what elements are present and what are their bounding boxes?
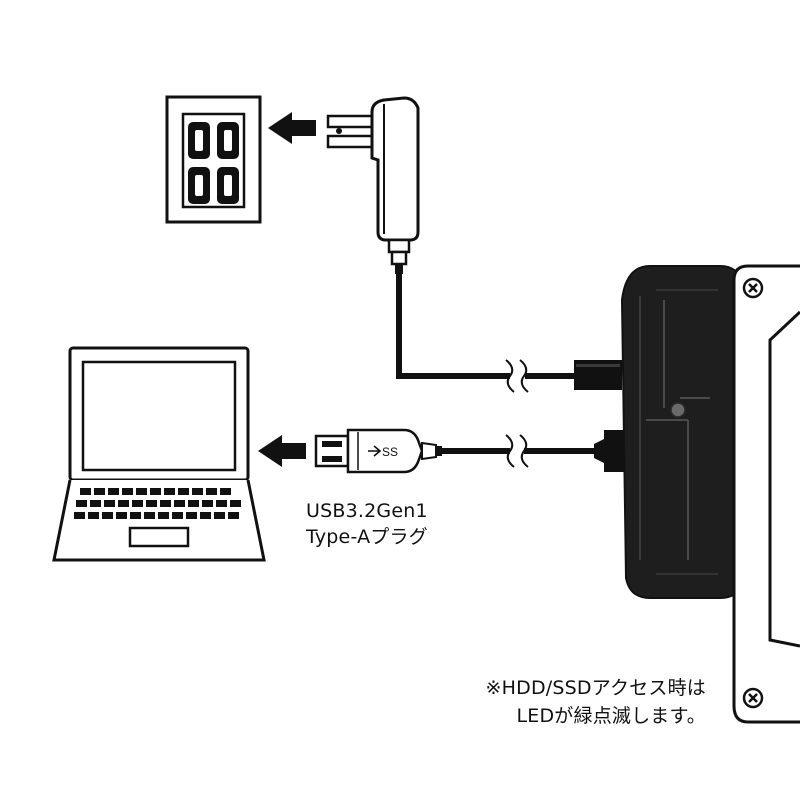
power-cable [396, 274, 622, 393]
arrow-left-icon [258, 435, 306, 467]
screw-icon [742, 687, 764, 709]
usb-label-line2: Type-Aプラグ [306, 526, 428, 548]
led-note-line1: ※HDD/SSDアクセス時は [485, 677, 706, 699]
led-note-line2: LEDが緑点滅します。 [516, 705, 706, 727]
usb-cable [442, 430, 626, 472]
keyboard-keys [74, 488, 241, 519]
led-note: ※HDD/SSDアクセス時は LEDが緑点滅します。 [440, 674, 706, 730]
ac-adapter-icon [326, 96, 420, 274]
arrow-left-icon [268, 112, 316, 144]
usb-label-line1: USB3.2Gen1 [306, 500, 428, 522]
laptop-icon [52, 346, 266, 562]
ss-mark: SS [382, 445, 398, 459]
hdd-drive-icon [732, 264, 800, 724]
drive-adapter-device [620, 265, 745, 599]
touchpad [128, 526, 190, 548]
led-indicator [670, 402, 686, 418]
superspeed-usb-icon: SS [368, 445, 398, 459]
wall-outlet-icon [165, 95, 262, 224]
usb-type-a-plug-icon: SS [314, 428, 442, 474]
usb-plug-label: USB3.2Gen1 Type-Aプラグ [306, 498, 428, 550]
screw-icon [742, 277, 764, 299]
